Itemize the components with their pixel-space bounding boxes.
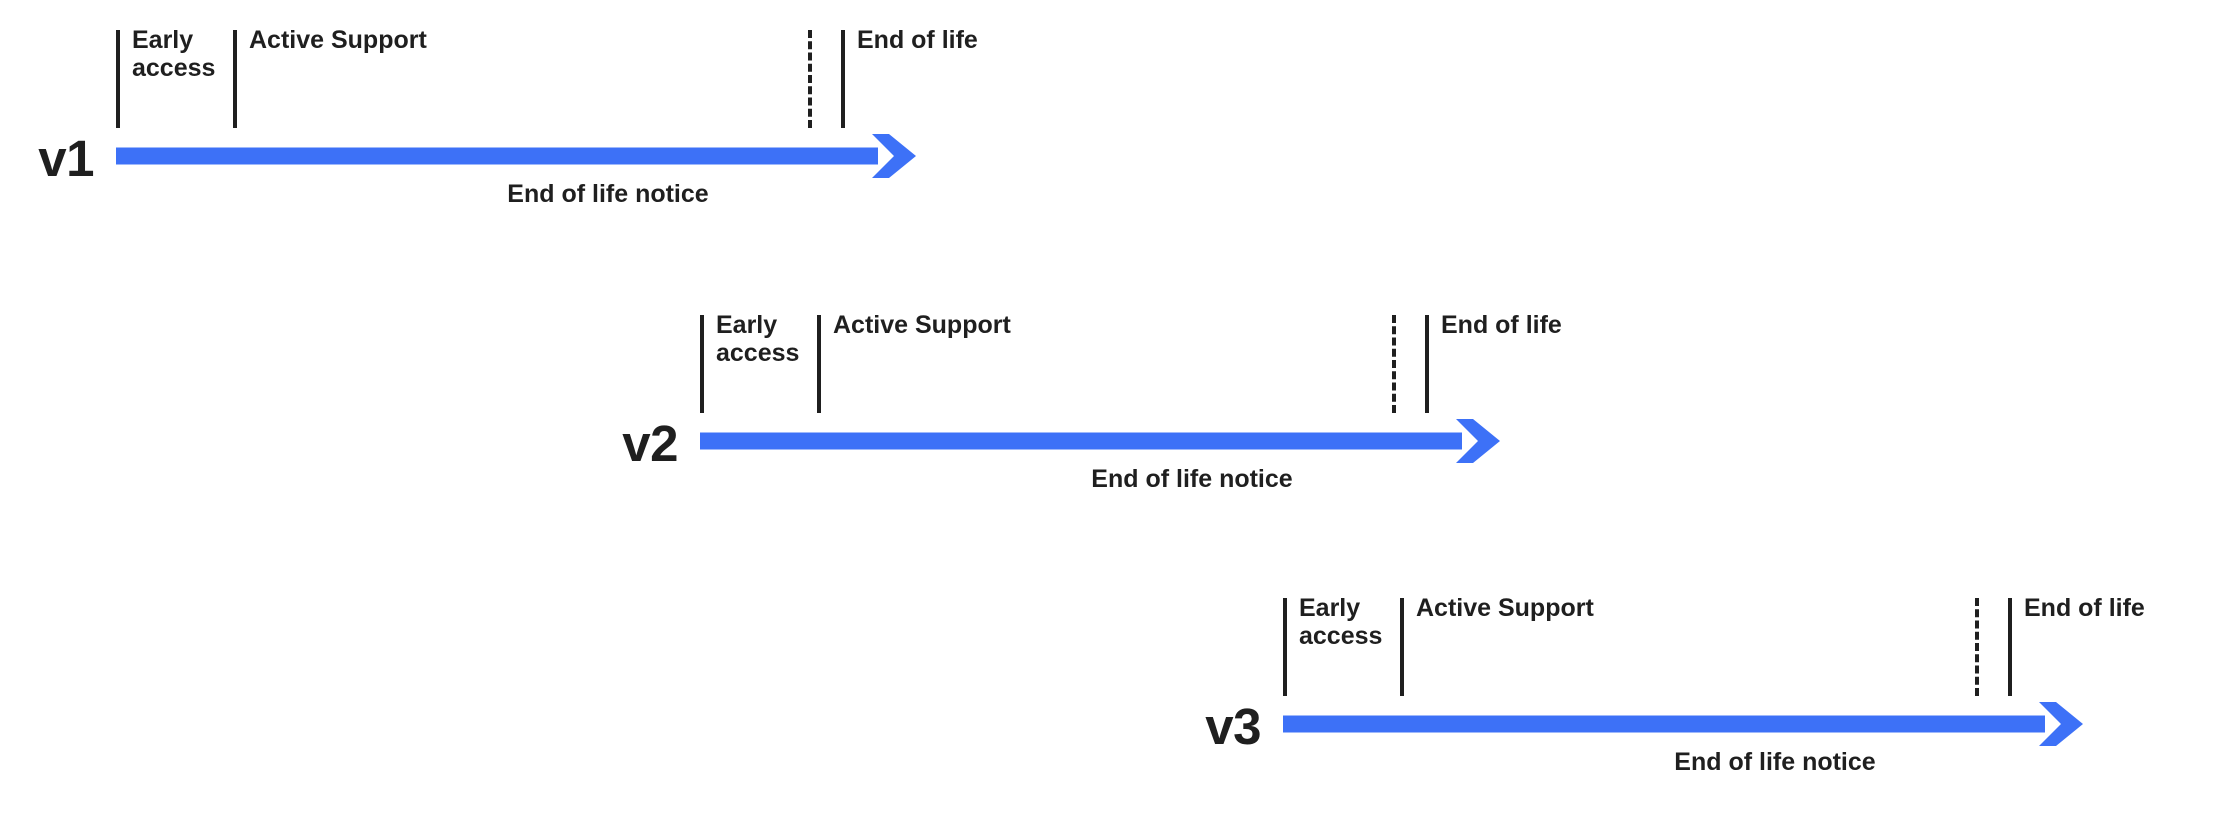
phase-label-early-access: Early access [716, 311, 800, 367]
version-label-v3: v3 [1205, 698, 1261, 755]
phase-divider [700, 315, 704, 413]
phase-label-active-support: Active Support [1416, 594, 1594, 622]
phase-divider [1400, 598, 1404, 696]
phase-track: Early access Active Support End of life [116, 26, 978, 128]
phase-label-early-access: Early access [1299, 594, 1383, 650]
phase-label-active-support: Active Support [833, 311, 1011, 339]
lifecycle-arrow [1283, 696, 2083, 752]
phase-divider [233, 30, 237, 128]
phase-divider [2008, 598, 2012, 696]
phase-divider [1425, 315, 1429, 413]
phase-label-end-of-life: End of life [857, 26, 978, 54]
arrow-head [872, 134, 916, 178]
phase-divider-dashed [1975, 598, 1979, 696]
arrow-head [1456, 419, 1500, 463]
arrow-shaft [700, 432, 1462, 450]
version-label-v2: v2 [622, 415, 678, 472]
phase-label-early-access: Early access [132, 26, 216, 82]
arrow-caption: End of life notice [1674, 748, 1876, 776]
phase-divider-dashed [808, 30, 812, 128]
phase-divider [841, 30, 845, 128]
phase-label-end-of-life: End of life [2024, 594, 2145, 622]
phase-divider [817, 315, 821, 413]
version-label-v1: v1 [38, 130, 94, 187]
phase-label-end-of-life: End of life [1441, 311, 1562, 339]
phase-track: Early access Active Support End of life [1283, 594, 2145, 696]
arrow-shaft [116, 147, 878, 165]
arrow-head [2039, 702, 2083, 746]
lifecycle-arrow [700, 413, 1500, 469]
lifecycle-arrow [116, 128, 916, 184]
phase-track: Early access Active Support End of life [700, 311, 1562, 413]
phase-label-active-support: Active Support [249, 26, 427, 54]
phase-divider [116, 30, 120, 128]
phase-divider-dashed [1392, 315, 1396, 413]
arrow-caption: End of life notice [507, 180, 709, 208]
arrow-caption: End of life notice [1091, 465, 1293, 493]
phase-divider [1283, 598, 1287, 696]
arrow-shaft [1283, 715, 2045, 733]
